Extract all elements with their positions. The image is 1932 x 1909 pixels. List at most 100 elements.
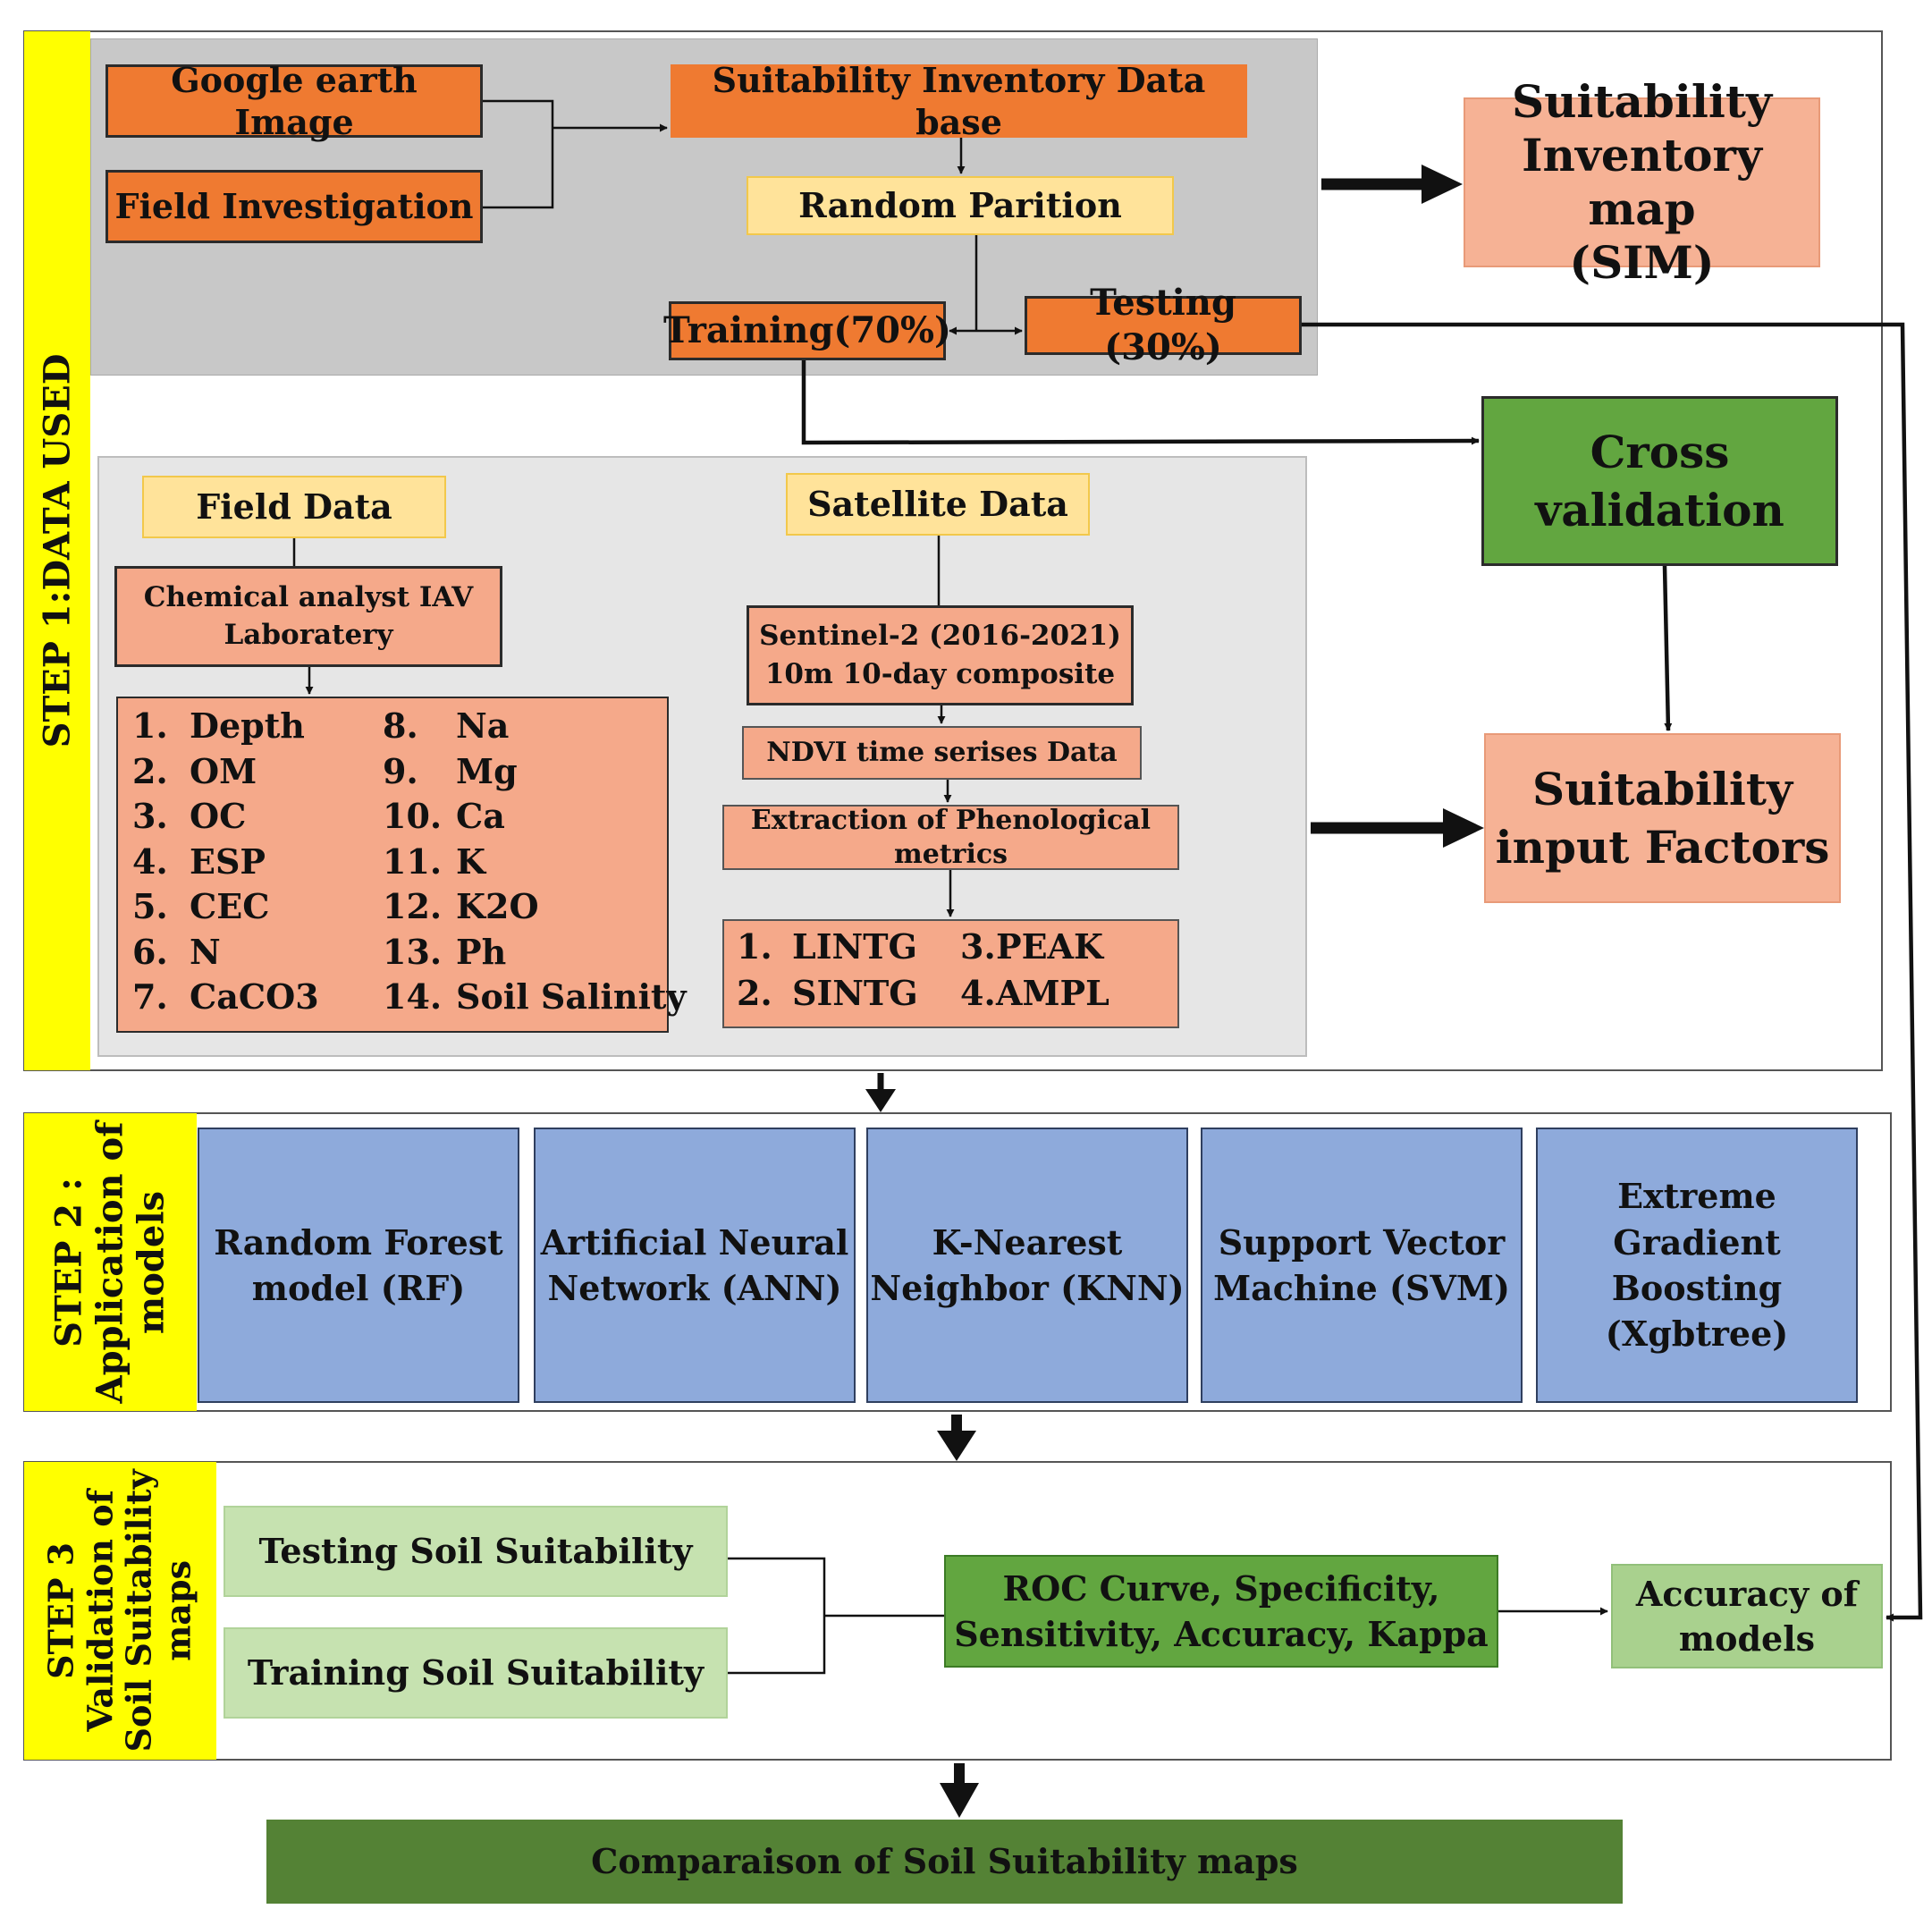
field-param-name: Ph <box>456 931 507 972</box>
testing-box: Testing (30%) <box>1025 282 1302 368</box>
metric-num: 1. <box>737 926 772 967</box>
sim-box: Suitability Inventory map (SIM) <box>1464 75 1820 289</box>
chemical-line-1: Chemical analyst IAV <box>143 580 474 613</box>
field-param-num: 5. <box>132 886 168 926</box>
model-line: Network (ANN) <box>547 1268 842 1308</box>
field-param-num: 10. <box>383 796 443 836</box>
field-param-num: 11. <box>383 840 443 882</box>
model-line: Extreme Gradient <box>1613 1176 1781 1263</box>
field-param-name: OC <box>190 796 247 836</box>
testing-label: Testing (30%) <box>1090 282 1236 368</box>
ndvi-box: NDVI time serises Data <box>742 726 1142 780</box>
field-param-num: 6. <box>132 931 168 972</box>
roc-line-2: Sensitivity, Accuracy, Kappa <box>954 1614 1489 1654</box>
accuracy-line-1: Accuracy of <box>1635 1574 1859 1615</box>
connector-soil-merge <box>728 1557 826 1675</box>
sim-line-1: Suitability <box>1511 75 1773 128</box>
accuracy-box: Accuracy of models <box>1611 1564 1883 1668</box>
field-param-name: N <box>190 931 221 972</box>
field-param-name: Depth <box>190 705 305 746</box>
testing-soil-label: Testing Soil Suitability <box>258 1531 693 1572</box>
model-line: model (RF) <box>251 1268 466 1308</box>
field-param-name: Ca <box>456 796 505 836</box>
inventory-database-label: Suitability Inventory Data base <box>712 59 1206 143</box>
model-line: Boosting <box>1611 1268 1783 1308</box>
connector-google-to-merge <box>483 99 554 209</box>
field-investigation-box: Field Investigation <box>105 170 483 243</box>
sentinel-line-2: 10m 10-day composite <box>764 658 1116 690</box>
input-factors-line-2: input Factors <box>1495 821 1830 874</box>
field-param-num: 1. <box>132 705 168 746</box>
field-param-name: Mg <box>456 750 518 791</box>
field-param-num: 7. <box>132 976 168 1017</box>
training-box: Training(70%) <box>663 301 951 360</box>
model-line: Machine (SVM) <box>1213 1268 1510 1308</box>
satellite-data-label: Satellite Data <box>807 484 1068 525</box>
input-factors-line-1: Suitability <box>1531 763 1793 815</box>
training-soil-box: Training Soil Suitability <box>224 1627 728 1719</box>
cross-validation-line-1: Cross <box>1590 426 1730 478</box>
step3-label-band: STEP 3 Validation of Soil Suitability ma… <box>24 1462 216 1760</box>
comparison-label: Comparaison of Soil Suitability maps <box>591 1841 1298 1882</box>
random-partition-label: Random Parition <box>798 185 1122 226</box>
google-earth-image-label: Google earth Image <box>171 59 418 143</box>
arrow-step3-to-final-head <box>940 1783 979 1818</box>
arrow-to-sim-head <box>1422 165 1463 204</box>
model-line: (Xgbtree) <box>1605 1313 1789 1355</box>
training-soil-label: Training Soil Suitability <box>247 1652 704 1694</box>
connector-testing-to-accuracy <box>1302 322 1923 1622</box>
training-label: Training(70%) <box>663 309 951 351</box>
inventory-database-box: Suitability Inventory Data base <box>671 60 1247 142</box>
connector-cv-to-factors <box>1662 565 1673 731</box>
metric-name: LINTG <box>792 926 917 967</box>
field-param-name: CEC <box>190 886 270 926</box>
testing-soil-box: Testing Soil Suitability <box>224 1506 728 1597</box>
extraction-box: Extraction of Phenological metrics <box>722 805 1179 870</box>
field-param-num: 2. <box>132 750 168 791</box>
input-factors-box: Suitability input Factors <box>1484 733 1841 903</box>
arrow-step2-to-step3-head <box>937 1431 976 1461</box>
field-param-name: K <box>456 840 486 882</box>
chemical-line-2: Laboratery <box>224 618 393 651</box>
field-data-label: Field Data <box>196 486 392 528</box>
roc-box: ROC Curve, Specificity, Sensitivity, Acc… <box>944 1555 1498 1668</box>
sentinel-box: Sentinel-2 (2016-2021) 10m 10-day compos… <box>747 605 1134 705</box>
metric-num: 2. <box>737 973 772 1013</box>
sim-line-2: Inventory map <box>1522 129 1762 235</box>
sim-line-3: (SIM) <box>1569 236 1715 289</box>
field-param-num: 13. <box>383 931 443 972</box>
step1-label-band: STEP 1:DATA USED <box>24 31 90 1070</box>
cross-validation-line-2: validation <box>1535 484 1784 536</box>
step2-label-band: STEP 2 : Application of models <box>24 1113 197 1411</box>
metric-name: AMPL <box>996 973 1109 1013</box>
arrow-step1-to-step2-head <box>865 1089 896 1112</box>
random-partition-box: Random Parition <box>747 176 1174 235</box>
field-param-num: 9. <box>383 750 418 791</box>
cross-validation-box: Cross validation <box>1481 396 1838 566</box>
field-data-box: Field Data <box>142 476 446 538</box>
connector-training-to-cv <box>801 360 1480 445</box>
extraction-line-2: metrics <box>893 838 1008 870</box>
model-box: Random Forest model (RF) <box>198 1128 519 1403</box>
model-line: Neighbor (KNN) <box>870 1268 1185 1308</box>
google-earth-image-box: Google earth Image <box>105 60 483 142</box>
model-line: Random Forest <box>214 1221 503 1263</box>
satellite-data-box: Satellite Data <box>786 473 1090 536</box>
field-param-num: 12. <box>383 886 443 926</box>
ndvi-label: NDVI time serises Data <box>766 737 1118 769</box>
field-investigation-label: Field Investigation <box>114 186 474 227</box>
field-param-num: 4. <box>132 840 168 882</box>
metric-num: 4. <box>960 973 996 1013</box>
accuracy-line-2: models <box>1678 1618 1816 1659</box>
model-line: K-Nearest <box>932 1221 1123 1263</box>
field-param-name: K2O <box>456 886 539 926</box>
model-line: Support Vector <box>1218 1221 1506 1263</box>
